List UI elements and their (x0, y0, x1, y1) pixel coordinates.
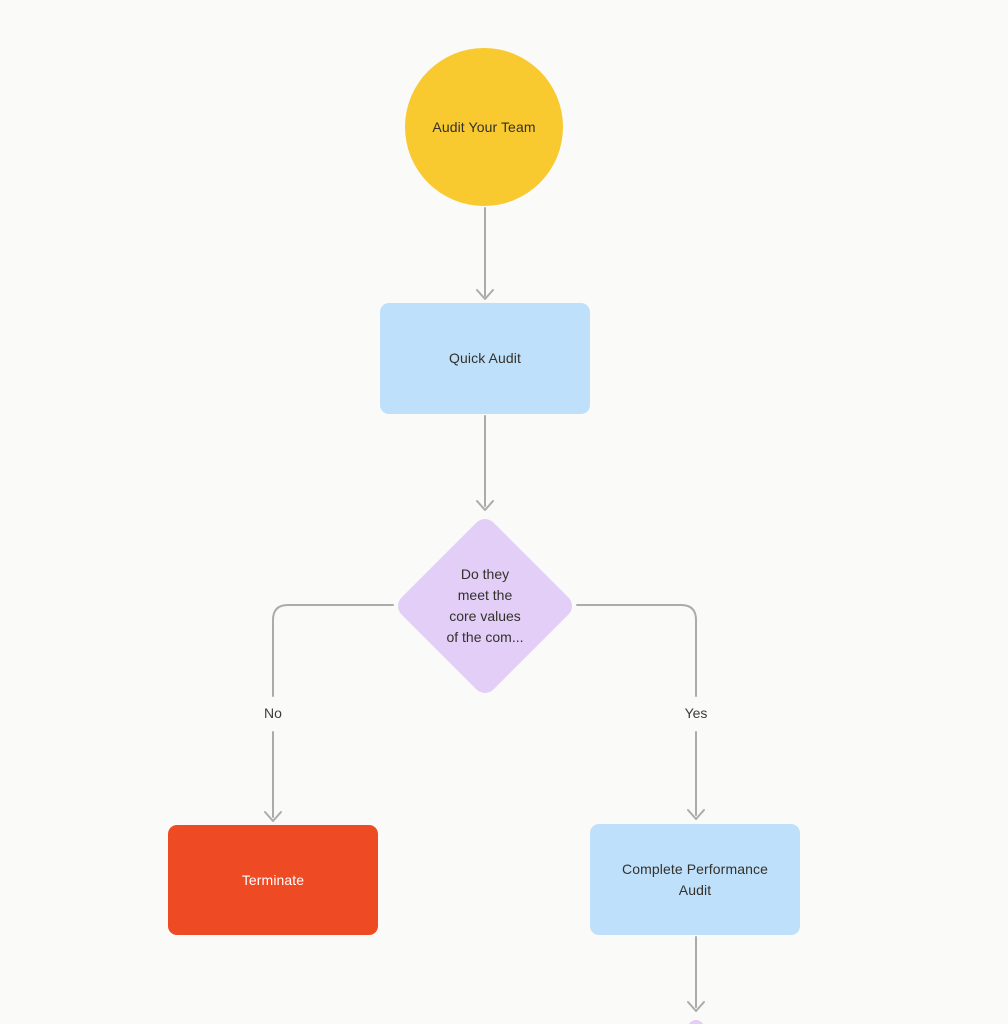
edge-decision-to-complete-upper (576, 604, 697, 697)
node-terminate[interactable]: Terminate (168, 825, 378, 935)
arrowhead-down-icon (264, 811, 282, 822)
node-label: Do they meet the core values of the com.… (420, 541, 550, 671)
node-label-line: of the com... (446, 629, 524, 645)
node-complete-performance-audit[interactable]: Complete Performance Audit (590, 824, 800, 935)
arrowhead-down-icon (687, 809, 705, 820)
arrowhead-down-icon (476, 500, 494, 511)
arrowhead-down-icon (476, 289, 494, 300)
node-quick-audit[interactable]: Quick Audit (380, 303, 590, 414)
node-label: Complete Performance Audit (622, 860, 768, 898)
edge-decision-to-terminate-upper (272, 604, 394, 697)
node-label-line: meet the (457, 587, 513, 603)
node-label-line: Do they (460, 566, 510, 582)
node-label: Terminate (241, 871, 305, 888)
node-label: Quick Audit (449, 350, 521, 366)
edge-label-yes: Yes (684, 705, 708, 721)
node-label: Audit Your Team (432, 118, 536, 135)
node-audit-your-team[interactable]: Audit Your Team (405, 48, 563, 206)
arrowhead-down-icon (687, 1001, 705, 1012)
node-label-line: core values (449, 608, 521, 624)
edge-label-no: No (264, 705, 282, 721)
